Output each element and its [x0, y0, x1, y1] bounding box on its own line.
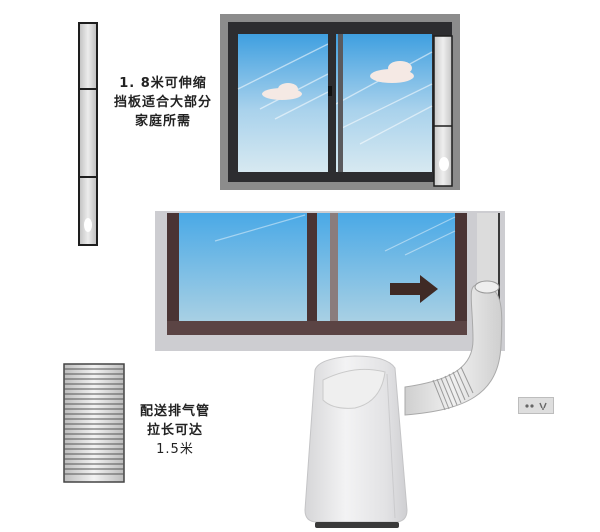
- arrow-right-icon: [390, 275, 438, 303]
- wall-outlet-icon: [518, 397, 554, 414]
- panel-caption-line-3: 家庭所需: [134, 114, 191, 129]
- panel-caption-line-1: 1. 8米可伸缩: [119, 76, 207, 91]
- hose-caption: 配送排气管 拉长可达 1.5米: [130, 402, 220, 459]
- sliding-window-top: [220, 14, 460, 190]
- exhaust-hose: [404, 280, 503, 416]
- hose-caption-line-3: 1.5米: [156, 442, 194, 457]
- sliding-window-bottom: [155, 211, 505, 351]
- panel-caption-line-2: 挡板适合大部分: [113, 95, 212, 110]
- panel-caption: 1. 8米可伸缩 挡板适合大部分 家庭所需: [108, 74, 218, 131]
- extendable-panel-strip: [78, 22, 98, 246]
- ribbed-hose-sample: [63, 363, 125, 483]
- hose-caption-line-1: 配送排气管: [139, 404, 210, 419]
- portable-ac-unit: [304, 355, 408, 528]
- hose-caption-line-2: 拉长可达: [146, 423, 203, 438]
